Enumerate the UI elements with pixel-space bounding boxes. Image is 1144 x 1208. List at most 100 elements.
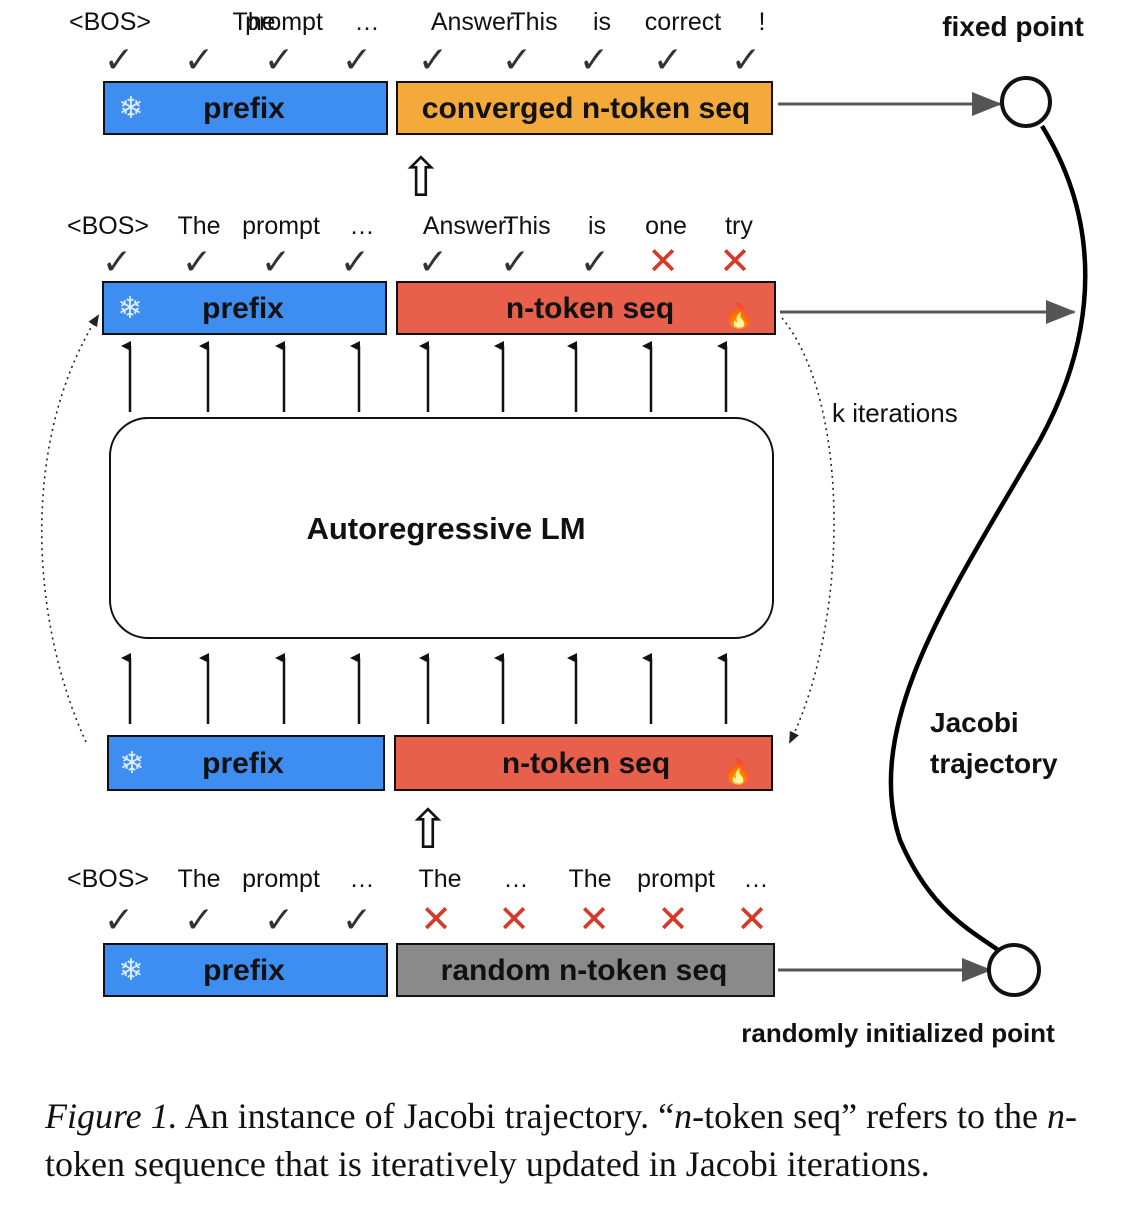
- top-converged-seq-box: converged n-token seq: [396, 81, 773, 135]
- hollow-up-arrow-icon: ⇧: [405, 798, 450, 861]
- fixed-point-label: fixed point: [942, 11, 1084, 42]
- bottom-token-1: The: [177, 865, 220, 893]
- lower-prefix-box: ❄ prefix: [107, 735, 385, 791]
- middle-row-marks: ✓ ✓ ✓ ✓ ✓ ✓ ✓ ✕ ✕: [102, 239, 751, 283]
- cross-icon: ✕: [420, 897, 452, 941]
- check-icon: ✓: [342, 900, 372, 941]
- lower-prefix-label: prefix: [202, 747, 284, 780]
- loop-back-dotted-arrow: [40, 314, 100, 743]
- middle-token-0: <BOS>: [67, 212, 149, 240]
- caption-text-3: -token sequence that is iteratively upda…: [45, 1096, 1077, 1184]
- middle-prefix-label: prefix: [202, 292, 284, 325]
- caption-var-1: n: [674, 1096, 693, 1136]
- check-icon: ✓: [184, 40, 214, 81]
- snowflake-icon: ❄: [119, 746, 144, 781]
- check-icon: ✓: [500, 242, 530, 283]
- cross-icon: ✕: [736, 897, 768, 941]
- random-point-label: randomly initialized point: [741, 1018, 1055, 1048]
- bottom-token-3: …: [350, 865, 375, 893]
- check-icon: ✓: [731, 40, 761, 81]
- bottom-token-0: <BOS>: [67, 865, 149, 893]
- middle-token-3: …: [350, 212, 375, 240]
- cross-icon: ✕: [578, 897, 610, 941]
- jacobi-trajectory-curve: [888, 124, 1088, 952]
- bottom-token-6: The: [568, 865, 611, 893]
- caption-text-2: -token seq” refers to the: [692, 1096, 1047, 1136]
- top-token-4: Answer:: [431, 8, 521, 36]
- check-icon: ✓: [342, 40, 372, 81]
- middle-token-1: The: [177, 212, 220, 240]
- caption-text-1: An instance of Jacobi trajectory. “: [177, 1096, 675, 1136]
- iteration-dotted-arrow: [781, 317, 835, 744]
- top-token-3: …: [355, 8, 380, 36]
- middle-seq-box: n-token seq 🔥: [396, 281, 776, 335]
- snowflake-icon: ❄: [118, 953, 143, 988]
- top-token-5: This: [510, 8, 557, 36]
- fire-icon: 🔥: [724, 302, 754, 330]
- check-icon: ✓: [502, 40, 532, 81]
- middle-token-7: one: [645, 212, 687, 240]
- top-token-1: The: [232, 8, 275, 36]
- top-row-marks: ✓ ✓ ✓ ✓ ✓ ✓ ✓ ✓ ✓: [104, 40, 761, 81]
- hollow-up-arrow-icon: ⇧: [398, 146, 443, 209]
- check-icon: ✓: [418, 40, 448, 81]
- check-icon: ✓: [104, 900, 134, 941]
- check-icon: ✓: [579, 40, 609, 81]
- middle-token-4: Answer:: [423, 212, 513, 240]
- figure-caption: Figure 1. An instance of Jacobi trajecto…: [45, 1092, 1115, 1188]
- check-icon: ✓: [182, 242, 212, 283]
- top-prefix-box: ❄ prefix: [103, 81, 388, 135]
- check-icon: ✓: [264, 900, 294, 941]
- check-icon: ✓: [264, 40, 294, 81]
- check-icon: ✓: [184, 900, 214, 941]
- top-token-7: correct: [645, 8, 721, 36]
- bottom-token-5: …: [504, 865, 529, 893]
- check-icon: ✓: [580, 242, 610, 283]
- bottom-row-marks: ✓ ✓ ✓ ✓ ✕ ✕ ✕ ✕ ✕: [104, 897, 768, 941]
- lower-arrows: [121, 653, 728, 724]
- model-label: Autoregressive LM: [306, 511, 585, 546]
- trajectory-label-line-1: Jacobi: [930, 707, 1019, 738]
- check-icon: ✓: [261, 242, 291, 283]
- random-point-circle: [987, 943, 1041, 997]
- cross-icon: ✕: [657, 897, 689, 941]
- bottom-token-7: prompt: [637, 865, 715, 893]
- snowflake-icon: ❄: [118, 91, 143, 126]
- middle-prefix-box: ❄ prefix: [102, 281, 387, 335]
- cross-icon: ✕: [719, 239, 751, 283]
- middle-token-2: prompt: [242, 212, 320, 240]
- autoregressive-lm-box: Autoregressive LM: [109, 417, 774, 639]
- check-icon: ✓: [653, 40, 683, 81]
- check-icon: ✓: [340, 242, 370, 283]
- iterations-label: k iterations: [832, 398, 958, 428]
- fixed-point-circle: [1000, 76, 1052, 128]
- upper-arrows: [121, 341, 728, 412]
- middle-token-6: is: [588, 212, 606, 240]
- middle-token-5: This: [503, 212, 550, 240]
- cross-icon: ✕: [647, 239, 679, 283]
- lower-seq-label: n-token seq: [502, 747, 670, 780]
- top-seq-label: converged n-token seq: [422, 92, 750, 125]
- lower-seq-box: n-token seq 🔥: [394, 735, 773, 791]
- bottom-prefix-label: prefix: [203, 954, 285, 987]
- bottom-seq-label: random n-token seq: [441, 954, 728, 987]
- top-token-6: is: [593, 8, 611, 36]
- fire-icon: 🔥: [723, 758, 753, 786]
- caption-var-2: n: [1047, 1096, 1065, 1136]
- bottom-prefix-box: ❄ prefix: [103, 943, 388, 997]
- top-token-2: prompt: [245, 8, 323, 36]
- snowflake-icon: ❄: [117, 291, 142, 326]
- bottom-random-seq-box: random n-token seq: [396, 943, 775, 997]
- check-icon: ✓: [104, 40, 134, 81]
- top-token-0: <BOS>: [69, 8, 151, 36]
- top-token-8: !: [759, 8, 766, 36]
- cross-icon: ✕: [498, 897, 530, 941]
- check-icon: ✓: [102, 242, 132, 283]
- check-icon: ✓: [418, 242, 448, 283]
- trajectory-label-line-2: trajectory: [930, 748, 1058, 779]
- bottom-token-4: The: [418, 865, 461, 893]
